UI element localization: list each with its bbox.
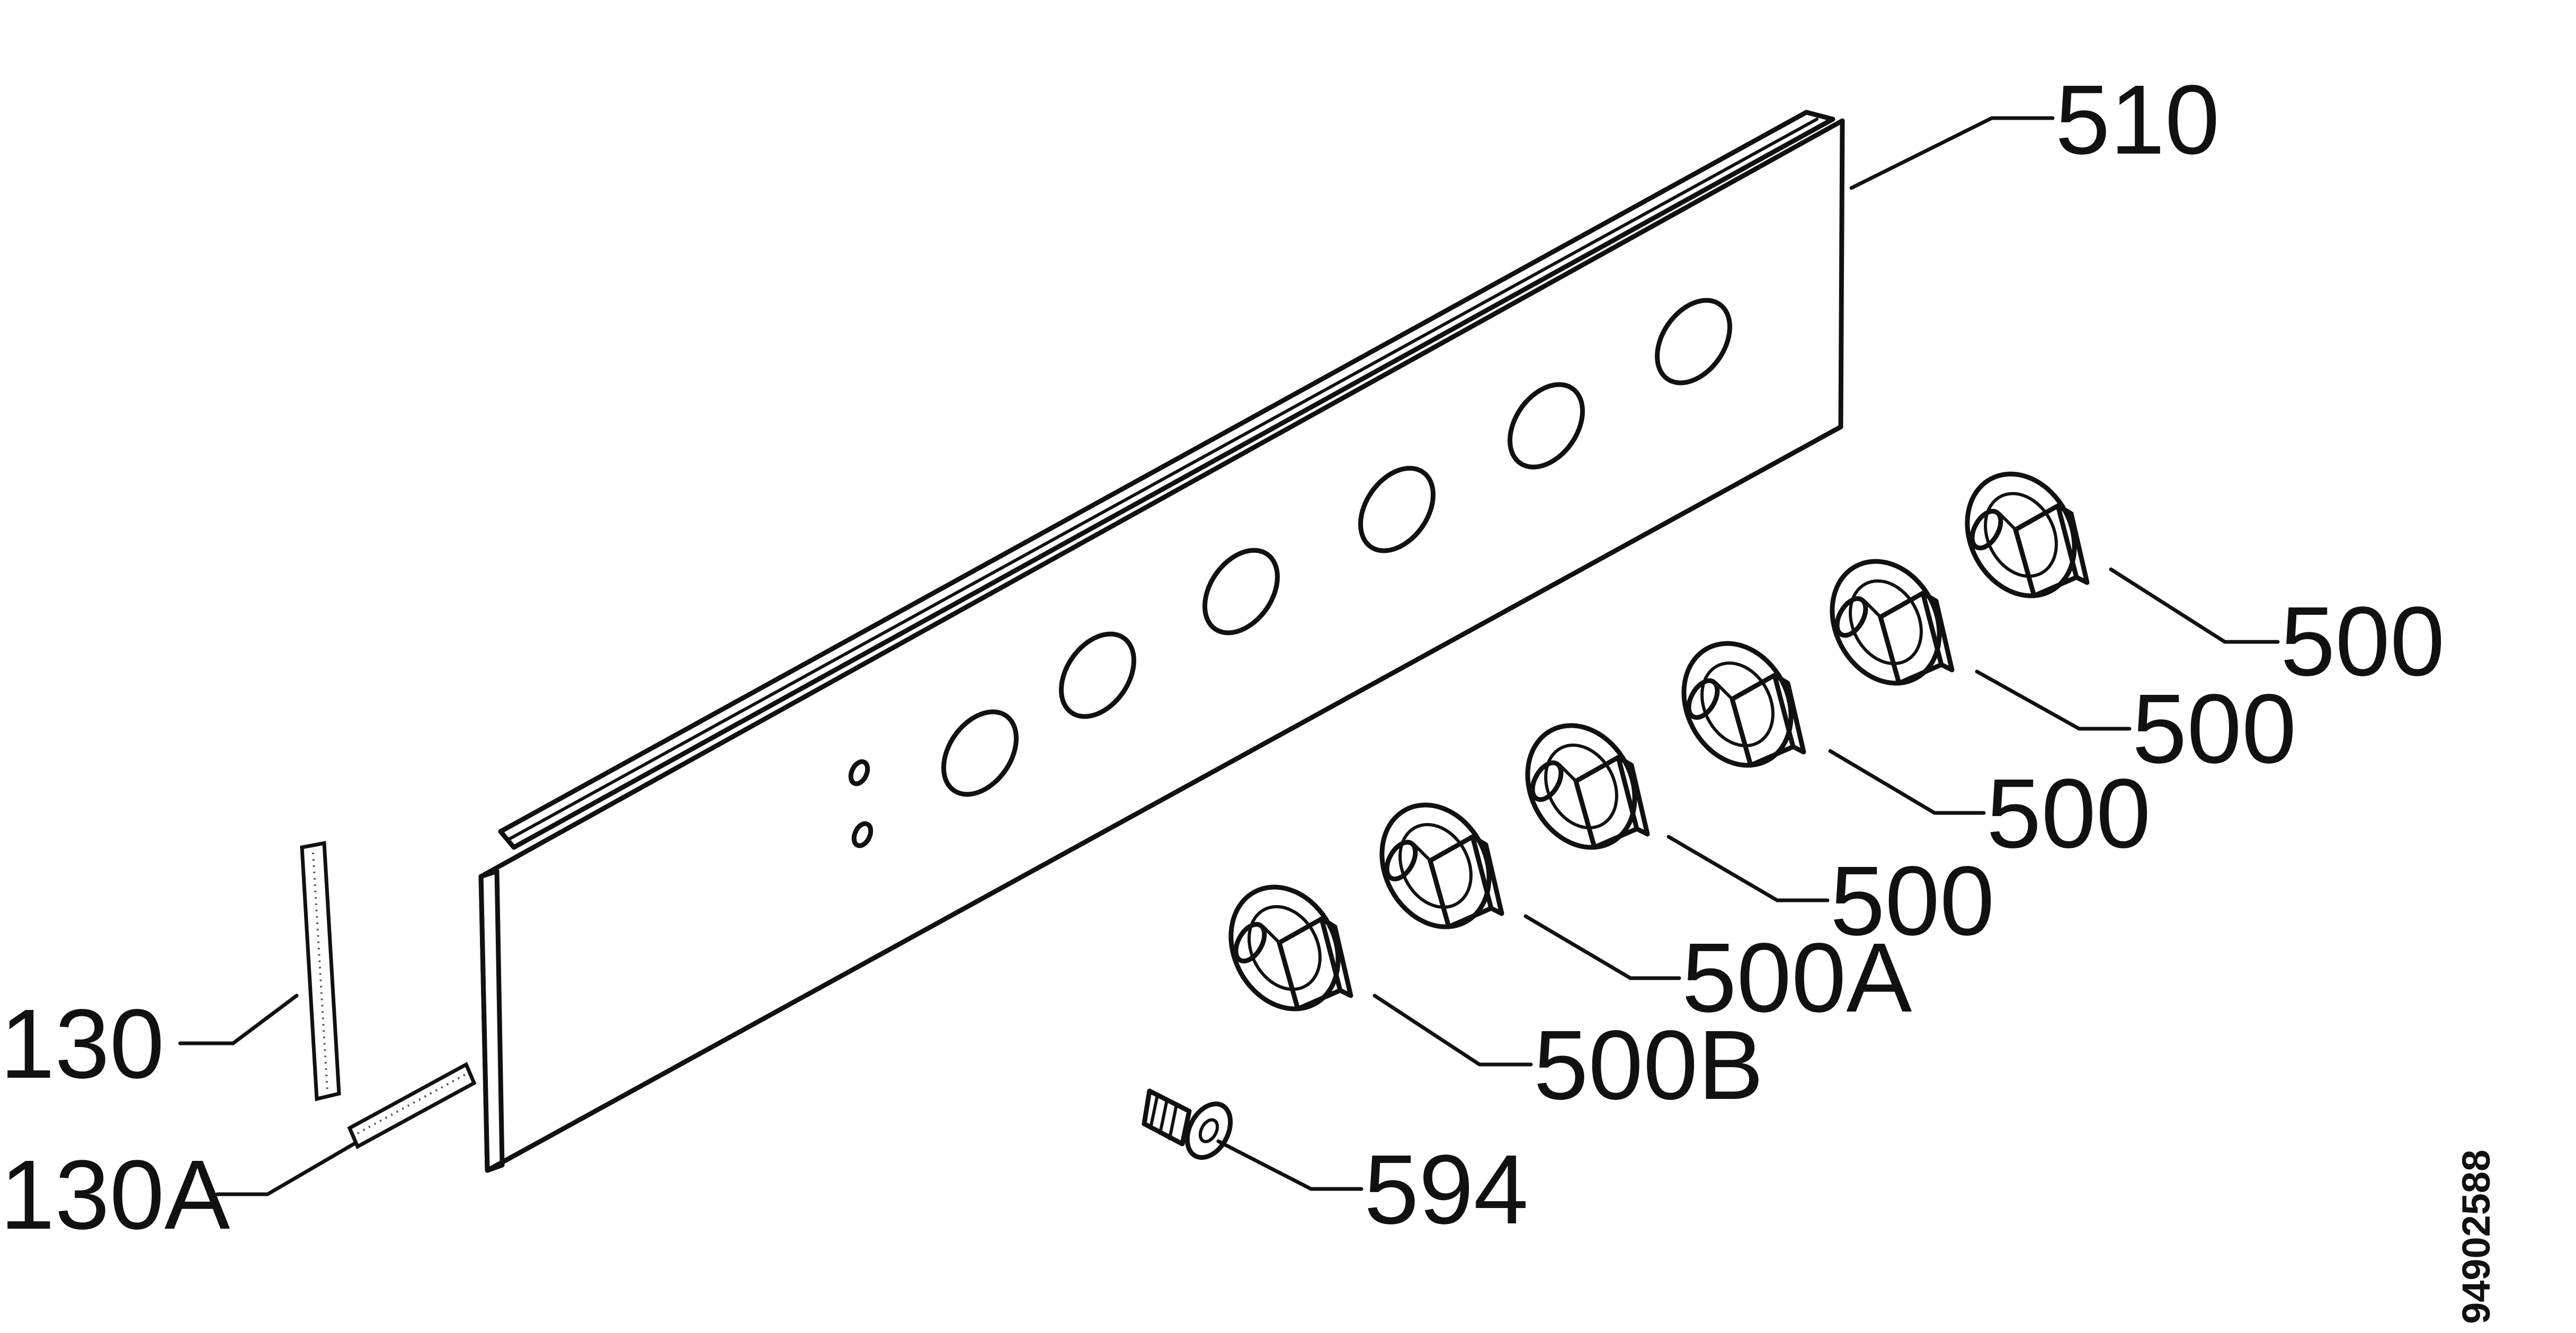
drawing-code: 94902588 (2454, 1150, 2498, 1324)
label-knob-4: 500 (1830, 846, 1994, 956)
label-panel: 510 (2055, 65, 2220, 175)
control-panel (478, 110, 1845, 1173)
label-strip-horizontal: 130A (0, 1140, 230, 1250)
part-labels: 510 500 500 500 500 500A 500B 594 130 13… (0, 65, 2445, 1250)
knob-3 (1681, 641, 1806, 768)
seal-strip-vertical (300, 840, 341, 1102)
label-knob-b: 500B (1534, 1010, 1763, 1120)
knob-holes (941, 298, 1732, 797)
label-knob-3: 500 (1986, 759, 2151, 869)
knob-group (1228, 471, 2090, 1012)
knob-1 (1965, 471, 2090, 598)
label-knob-2: 500 (2132, 674, 2296, 784)
leader-lines (178, 116, 2280, 1196)
label-knob-a: 500A (1682, 923, 1912, 1033)
knob-b (1228, 884, 1353, 1012)
screw (1142, 1088, 1233, 1160)
knob-4 (1525, 723, 1650, 850)
seal-strip-horizontal (347, 1062, 477, 1149)
knob-a (1379, 802, 1504, 929)
label-knob-1: 500 (2280, 587, 2445, 696)
label-strip-vertical: 130 (0, 989, 164, 1099)
knob-2 (1830, 559, 1955, 686)
label-screw: 594 (1364, 1135, 1528, 1245)
